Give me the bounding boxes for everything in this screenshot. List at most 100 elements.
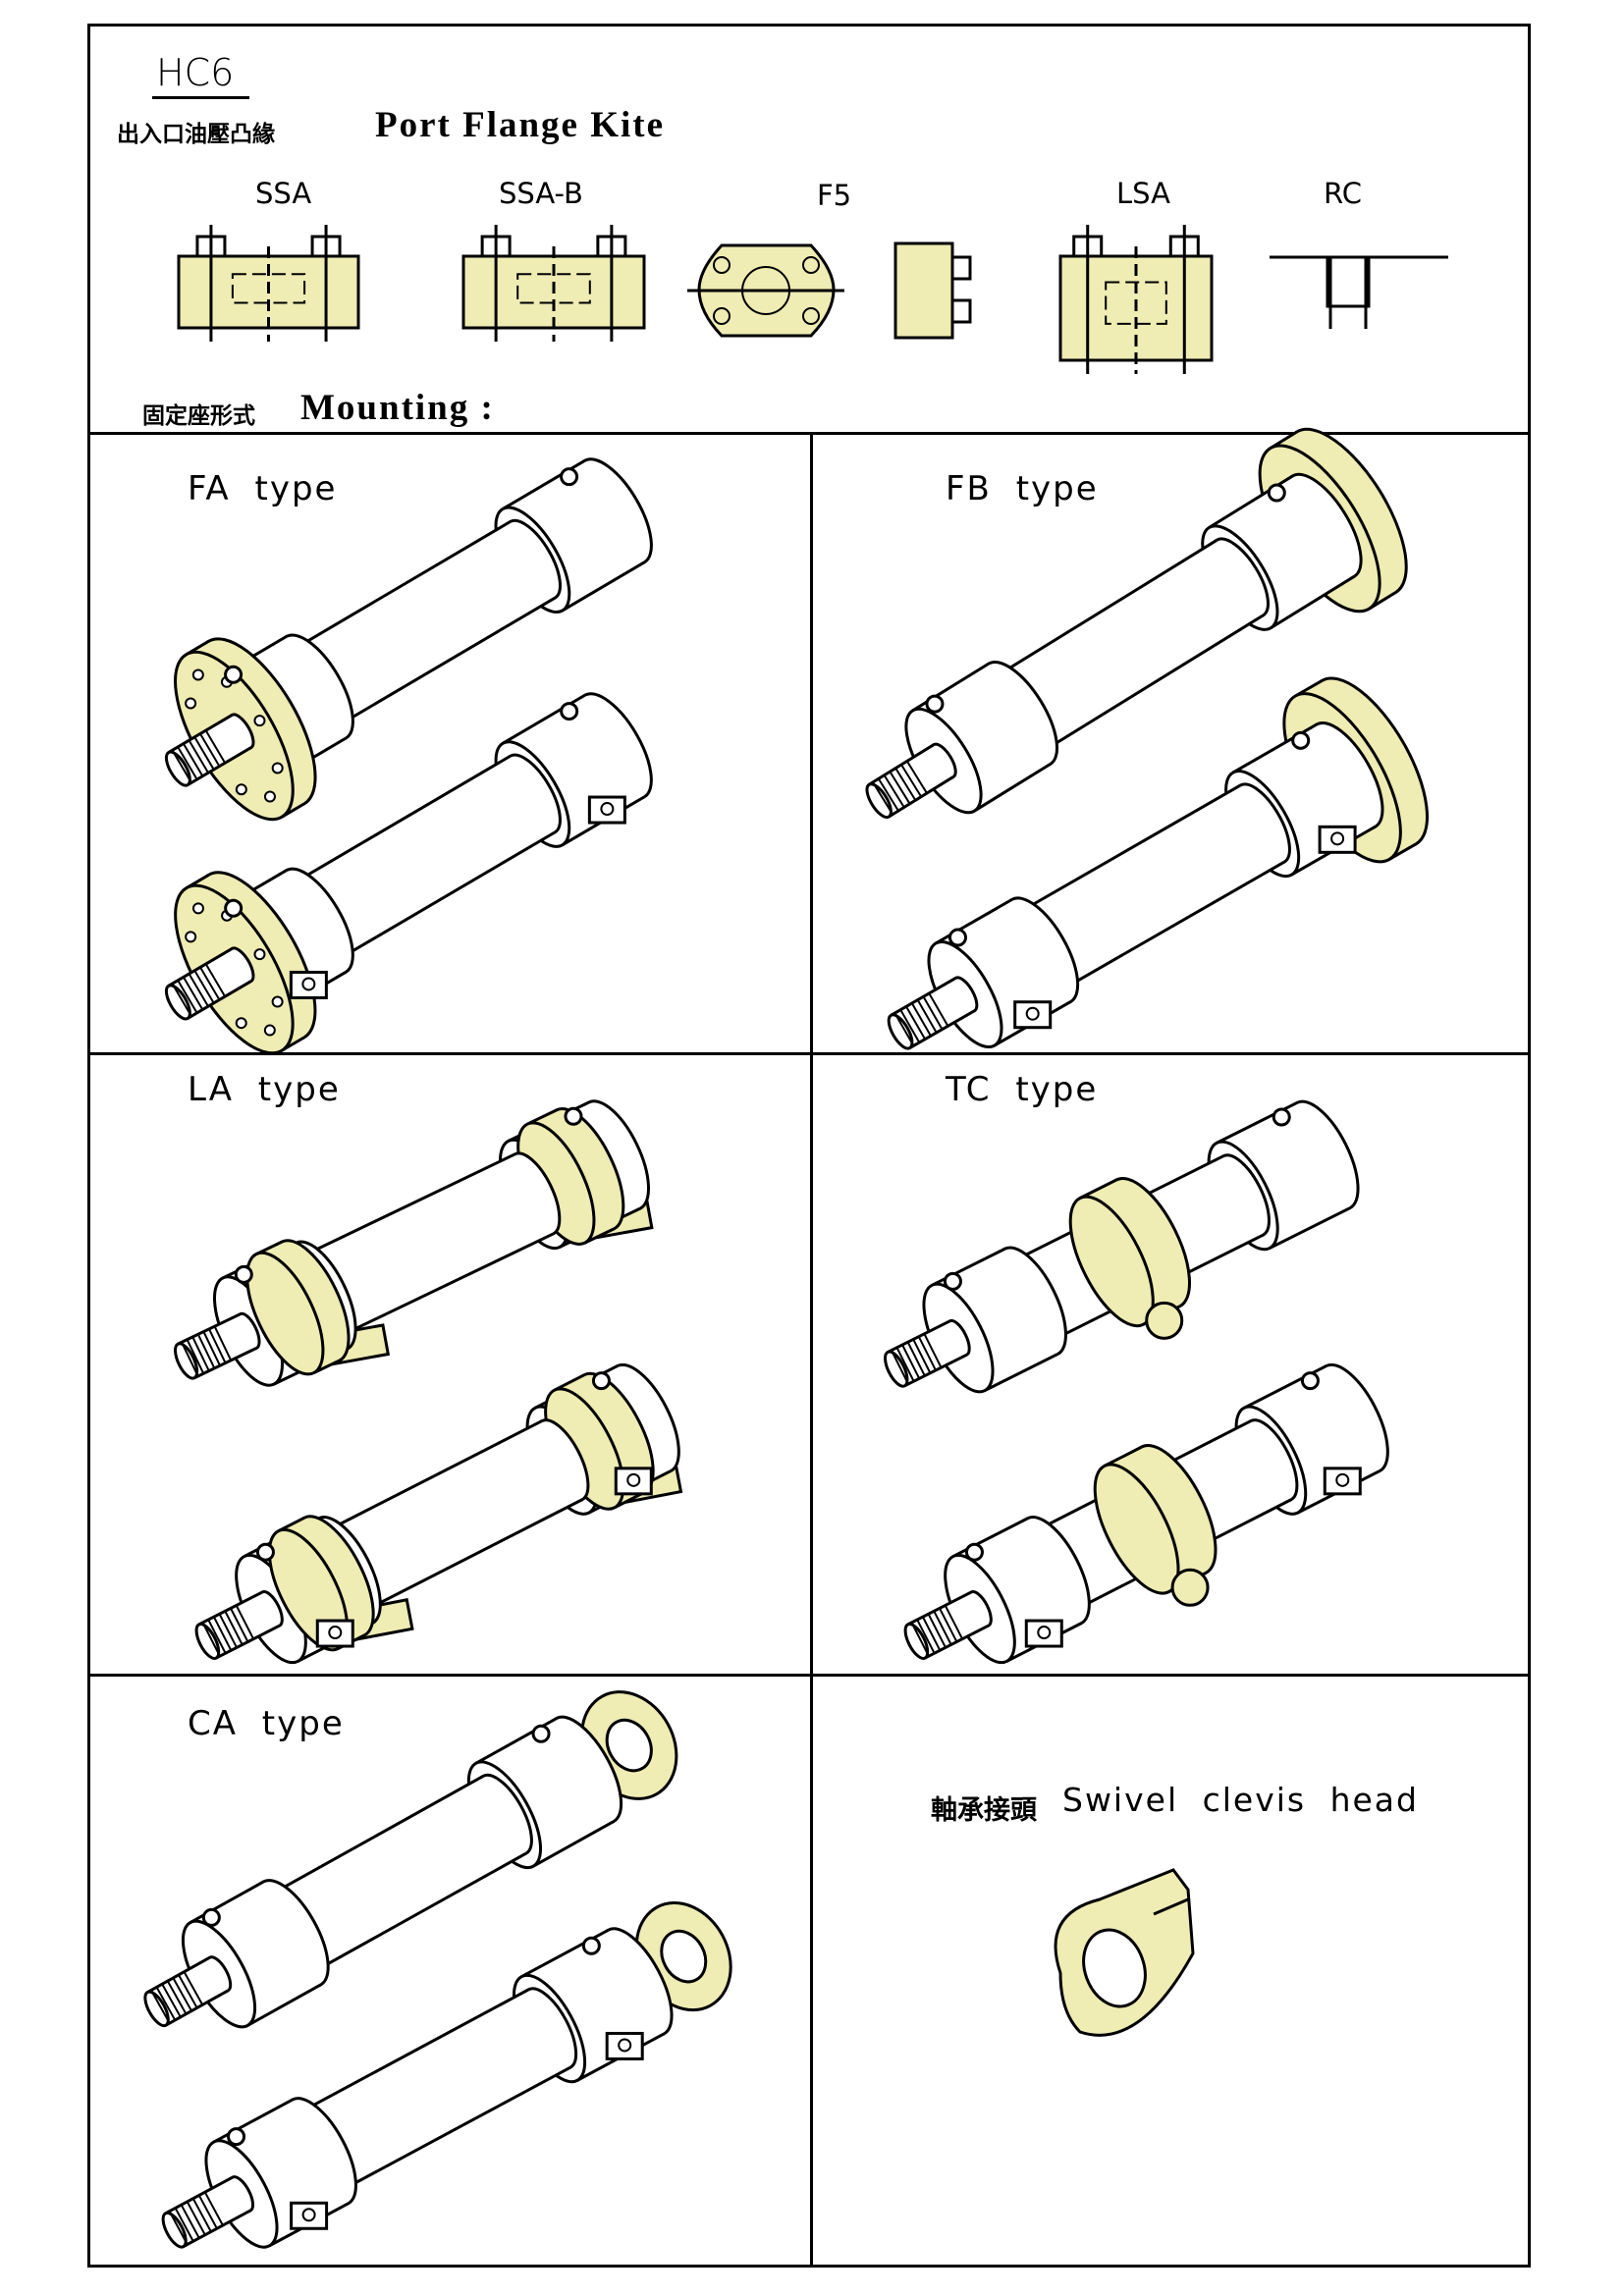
tie-nut-icon — [224, 898, 244, 918]
rod-thread — [183, 976, 204, 1011]
flange-bolt-hole-icon — [271, 995, 284, 1008]
port-hole-icon — [626, 1472, 641, 1487]
flange-label-lsa: LSA — [1116, 177, 1170, 210]
rod-thread — [193, 970, 215, 1004]
rod-thread — [912, 1338, 932, 1374]
rod-thread — [895, 1347, 915, 1382]
tie-nut-icon — [560, 702, 579, 721]
rod-thread — [901, 1344, 921, 1379]
column-divider — [810, 432, 813, 2268]
cap-end-edge — [1269, 1206, 1351, 1250]
tube-side — [299, 1989, 570, 2191]
tube-edge — [1062, 860, 1285, 990]
rod-thread — [177, 980, 198, 1014]
trunnion-ring-edge — [1104, 1445, 1143, 1468]
cap-end-edge — [1270, 574, 1356, 629]
port-hole-icon — [301, 2208, 316, 2222]
rod-thread — [928, 992, 949, 1027]
port-block — [1013, 1000, 1053, 1030]
rod-thread — [201, 1622, 221, 1657]
rod-thread — [890, 1350, 909, 1385]
head-end-edge — [984, 1353, 1058, 1393]
rod-thread — [172, 1977, 192, 2012]
rod-thread — [872, 781, 894, 816]
rod-thread — [186, 1339, 205, 1374]
tube-edge — [364, 1498, 583, 1612]
flange-bolt-hole-icon — [191, 668, 204, 681]
port-passage — [1105, 281, 1167, 325]
page-frame — [87, 24, 1531, 2268]
cylinder-fa-plain — [164, 457, 653, 822]
port-block — [1323, 1467, 1362, 1496]
tube-edge — [298, 1988, 529, 2114]
cylinder-fb-plain — [865, 427, 1408, 820]
bolt-head-icon — [950, 298, 972, 324]
bolt-hole-icon — [802, 307, 820, 325]
model-title: HC6 — [152, 51, 250, 99]
bolt-hole-icon — [802, 256, 820, 274]
port-block — [289, 970, 328, 999]
port-hole-icon — [1037, 1626, 1052, 1640]
rod-thread — [883, 774, 905, 808]
clevis-pin-hole — [660, 1929, 708, 1984]
tube-edge — [338, 830, 556, 961]
port-flange-label-en: Port Flange Kite — [375, 105, 666, 145]
tube-side — [270, 1776, 526, 1972]
tube-side — [294, 521, 556, 725]
port-block — [587, 795, 626, 825]
rod-thread — [207, 1619, 227, 1654]
cylinder-fa-with-port — [164, 692, 653, 1055]
head-end-edge — [911, 662, 990, 713]
rod-thread — [199, 732, 221, 768]
bolt-hole-icon — [713, 256, 731, 274]
trunnion-pin — [1145, 1301, 1184, 1340]
flange-bolt-hole-icon — [235, 783, 247, 796]
port-hole-icon — [1335, 1472, 1350, 1487]
rod-thread — [905, 760, 928, 794]
head-end-edge — [212, 2098, 294, 2144]
port-hole-icon — [600, 802, 615, 817]
cap-end-side — [475, 1718, 615, 1867]
rod-thread — [204, 729, 227, 764]
piston-rod-front — [164, 984, 191, 1021]
trunnion-ring-edge — [1079, 1178, 1117, 1200]
rod-thread — [939, 1607, 958, 1643]
piston-rod-front — [887, 1013, 914, 1050]
tie-nut-icon — [925, 694, 945, 714]
tube-side — [1019, 785, 1285, 989]
port-hole-icon — [328, 1626, 343, 1640]
clevis-pin-hole — [605, 1718, 653, 1773]
rod-thread — [916, 999, 938, 1034]
cap-end-edge — [562, 561, 646, 613]
rod-thread — [197, 2194, 218, 2229]
tie-nut-icon — [1291, 730, 1311, 750]
cylinder-tc-with-port — [903, 1362, 1389, 1665]
rod-thread — [183, 1971, 204, 2005]
panel-label-ca: CA type — [188, 1704, 345, 1743]
tube-side — [294, 756, 556, 960]
rod-thread — [212, 1616, 233, 1651]
rod-thread — [177, 746, 198, 780]
tube-edge — [301, 1152, 516, 1257]
flange-label-f5: F5 — [817, 179, 852, 212]
rod-thread — [208, 1328, 227, 1363]
rod-thread — [188, 973, 209, 1007]
tube-edge — [340, 1232, 555, 1338]
port-block — [605, 2031, 644, 2060]
port-hole-icon — [618, 2038, 632, 2053]
flange-bolt-hole-icon — [185, 931, 197, 943]
piston-rod-edge — [888, 775, 954, 819]
flange-f5-icon — [687, 241, 972, 340]
rod-thread — [900, 764, 923, 798]
port-flange-label-cn: 出入口油壓凸緣 — [117, 122, 275, 147]
tie-nut-icon — [227, 2127, 246, 2147]
flange-label-ssa: SSA — [255, 177, 312, 210]
tube-edge — [312, 1851, 527, 1974]
rod-thread — [906, 1341, 926, 1377]
rod-thread — [186, 2201, 206, 2236]
port-passage — [231, 273, 306, 304]
tube-edge — [269, 1775, 484, 1896]
cylinder-ca-with-port — [161, 1901, 732, 2249]
rod-thread — [927, 1613, 947, 1648]
